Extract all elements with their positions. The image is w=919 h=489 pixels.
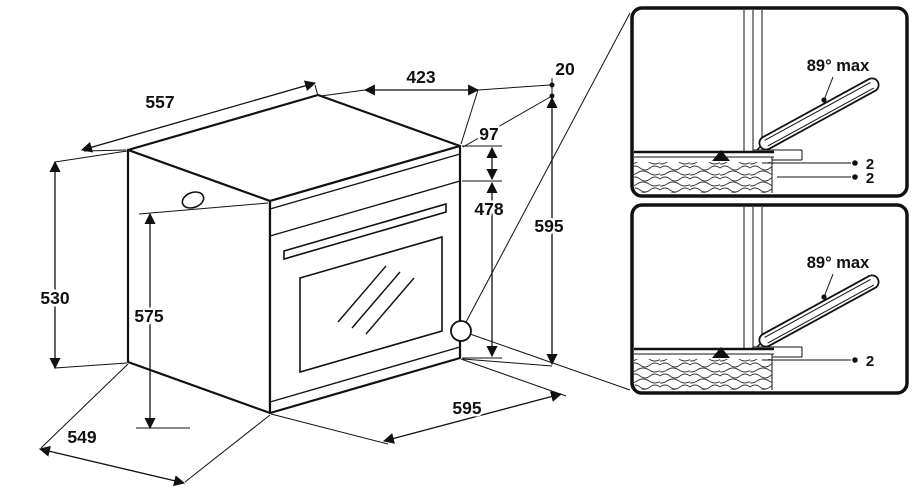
zoom-circle <box>450 320 472 342</box>
door-glass <box>299 235 443 374</box>
angle-max-label-bottom: 89° max <box>807 254 870 272</box>
dim-left-height-label: 530 <box>40 288 69 308</box>
dim-top-depth-label: 557 <box>145 92 174 112</box>
control-panel-line <box>269 180 461 237</box>
dim-top-gap-label: 20 <box>555 59 575 79</box>
dim-bottom-width-label: 595 <box>452 398 481 418</box>
vent-hole <box>181 191 205 209</box>
glass-shine-lines <box>337 265 415 335</box>
door-handle <box>283 202 447 261</box>
dim-bottom-depth-label: 549 <box>67 427 96 447</box>
dimension-annotations: 557 423 20 97 478 595 530 575 549 595 <box>38 57 577 487</box>
dim-door-label: 478 <box>474 199 503 219</box>
oven-front-face <box>268 144 462 415</box>
detail-panel-bottom: 89° max 2 <box>632 205 909 393</box>
detail-panel-top: 89° max 2 2 <box>632 8 909 196</box>
dim-top-width-label: 423 <box>406 67 435 87</box>
dim-height-label: 595 <box>534 216 563 236</box>
gap-label-bottom-1: 2 <box>866 353 874 370</box>
gap-label-top-1: 2 <box>866 156 874 173</box>
angle-max-label-top: 89° max <box>807 57 870 75</box>
gap-label-top-2: 2 <box>866 170 874 187</box>
dim-panel-label: 97 <box>479 124 498 144</box>
dim-inner-height-label: 575 <box>134 306 163 326</box>
